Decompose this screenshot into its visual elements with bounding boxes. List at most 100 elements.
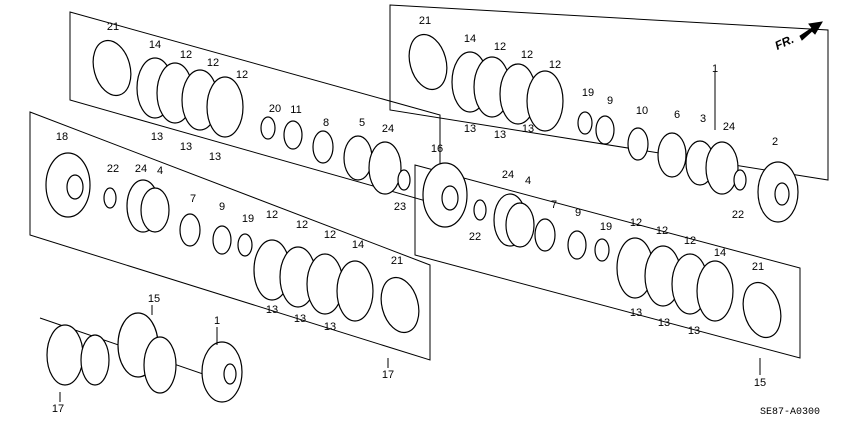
callout-13: 13 [630,307,642,319]
oring-23 [397,169,411,191]
drum-18-hub [66,174,84,200]
callout-13: 13 [464,123,476,135]
disc-12c [206,76,244,138]
callout-19: 19 [582,87,594,99]
lower-left-parts [45,152,420,334]
callout-23: 23 [394,201,406,213]
snap-ring-21b [408,33,448,91]
callout-13: 13 [294,313,306,325]
callout-12: 12 [266,209,278,221]
callout-12: 12 [494,41,506,53]
callout-12: 12 [521,49,533,61]
callout-14: 14 [149,39,161,51]
callout-4: 4 [157,165,163,177]
callout-22: 22 [469,231,481,243]
washer-9b [212,225,232,255]
callout-12: 12 [207,57,219,69]
shaft-assembly [39,312,243,403]
oring-22b [103,187,117,209]
frame-lower-left [29,111,431,361]
snap-ring-21a [92,39,132,97]
callout-7: 7 [551,199,557,211]
plate-14c [336,260,374,322]
callout-9: 9 [607,95,613,107]
callout-13: 13 [522,123,534,135]
spring-7a [179,213,201,247]
callout-21: 21 [391,255,403,267]
ring-19b [237,233,253,257]
callout-4: 4 [525,175,531,187]
gear-17 [46,324,84,386]
spring-8 [312,130,334,164]
ring-20 [260,116,276,140]
callout-13: 13 [658,317,670,329]
gear-cluster-a [80,334,110,386]
snap-ring-21d [742,281,782,339]
frame-upper-right [389,4,829,181]
piston-5 [343,135,373,181]
ring-19c [594,238,610,262]
gear-cluster-b [143,336,177,394]
callout-12: 12 [236,69,248,81]
drum-16-hub [441,185,459,211]
callout-14: 14 [464,33,476,45]
callout-9: 9 [575,207,581,219]
disc-12f [526,70,564,132]
callout-24: 24 [723,121,735,133]
callout-8: 8 [323,117,329,129]
callout-13: 13 [494,129,506,141]
callout-12: 12 [324,229,336,241]
callout-22: 22 [107,163,119,175]
callout-19: 19 [242,213,254,225]
front-arrow-icon [799,21,823,41]
upper-left-parts [92,39,411,195]
callout-17: 17 [382,369,394,381]
oring-22a [733,169,747,191]
callout-14: 14 [714,247,726,259]
spring-7b [534,218,556,252]
callout-14: 14 [352,239,364,251]
piston-4a [140,187,170,233]
washer-9c [567,230,587,260]
callout-1: 1 [712,63,718,75]
callout-11: 11 [290,104,301,116]
callout-13: 13 [151,131,163,143]
callout-20: 20 [269,103,281,115]
leader-lines [59,72,761,402]
callout-22: 22 [732,209,744,221]
callout-12: 12 [180,49,192,61]
callout-3: 3 [700,113,706,125]
callout-9: 9 [219,201,225,213]
callout-15: 15 [754,377,766,389]
callout-12: 12 [549,59,561,71]
callout-1: 1 [214,315,220,327]
piston-4b [505,202,535,248]
frame-lower-right [414,164,801,359]
callout-13: 13 [180,141,192,153]
callout-17: 17 [52,403,64,415]
clutch-drum-16 [422,162,468,228]
upper-right-parts [408,33,799,223]
callout-13: 13 [324,321,336,333]
seal-24a [368,141,402,195]
direction-label: FR. [773,32,796,53]
callout-12: 12 [684,235,696,247]
seal-6 [657,132,687,178]
callout-10: 10 [636,105,648,117]
callout-19: 19 [600,221,612,233]
lower-right-parts [473,193,782,339]
front-direction-indicator: FR. [773,21,823,53]
callout-24: 24 [502,169,514,181]
callout-7: 7 [190,193,196,205]
callout-18: 18 [56,131,68,143]
washer-11 [283,120,303,150]
drum-1 [201,341,243,403]
callout-12: 12 [656,225,668,237]
ring-19a [577,111,593,135]
callout-13: 13 [266,304,278,316]
callout-12: 12 [296,219,308,231]
callout-21: 21 [107,21,119,33]
spring-10 [627,127,649,161]
callout-15: 15 [148,293,160,305]
